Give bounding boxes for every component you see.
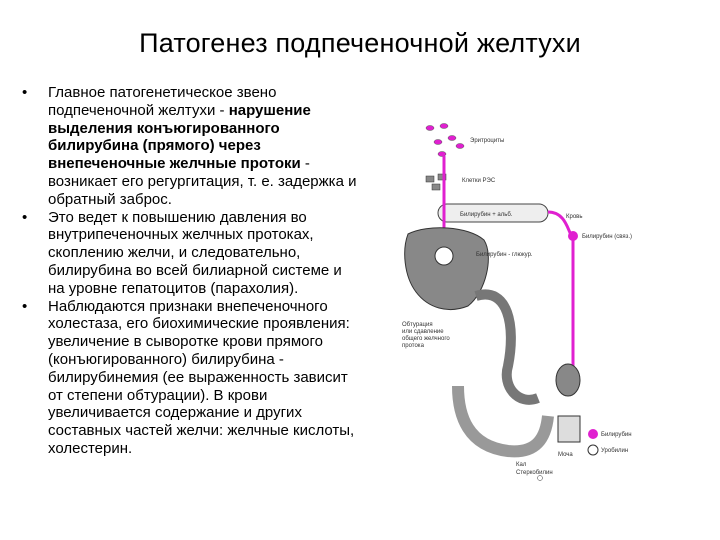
bullet-text: Это ведет к повышению давления во внутри… — [48, 208, 342, 297]
bilirubin-node — [568, 231, 578, 241]
bullet-item-2: • Это ведет к повышению давления во внут… — [22, 209, 362, 298]
bullet-text: - возникает его регургитация, т. е. заде… — [48, 155, 357, 208]
pathogenesis-diagram: Эритроциты Клетки РЭС Билирубин + альб. … — [402, 123, 632, 481]
label-blood: Кровь — [566, 214, 582, 220]
large-intestine — [452, 385, 554, 458]
label-stercobilin: Стеркобилин — [516, 470, 553, 476]
label-reticulo: Клетки РЭС — [462, 178, 496, 184]
label-obstruction: Обтурация или сдавление общего желчного … — [402, 322, 451, 349]
bullet-item-1: • Главное патогенетическое звено подпече… — [22, 84, 362, 209]
bullet-mark: • — [22, 297, 28, 315]
bullet-item-3: • Наблюдаются признаки внепеченочного хо… — [22, 298, 362, 458]
small-intestine — [474, 289, 540, 405]
slide-title: Патогенез подпеченочной желтухи — [139, 28, 581, 58]
label-urine: Моча — [558, 452, 573, 458]
legend-bilirubin-dot — [588, 429, 598, 439]
bullet-text: Главное патогенетическое звено подпечено… — [48, 84, 277, 119]
feces-marker — [537, 475, 543, 481]
legend-bilirubin-label: Билирубин — [601, 432, 632, 438]
urine-beaker — [557, 415, 581, 443]
bullet-mark: • — [22, 208, 28, 226]
legend-urobilin-dot — [587, 444, 599, 456]
erythrocytes-group — [425, 123, 465, 157]
label-bilirubin-serum: Билирубин (связ.) — [582, 234, 632, 240]
kidney-shape — [555, 363, 581, 397]
hepatocyte-node — [434, 246, 454, 266]
label-feces: Кал — [516, 462, 527, 468]
bullet-list: • Главное патогенетическое звено подпече… — [22, 84, 362, 458]
label-bilirubin-glucuronide: Билирубин - глюкур. — [476, 252, 533, 258]
bullet-text: Наблюдаются признаки внепеченочного холе… — [48, 297, 355, 457]
label-bilirubin-free: Билирубин + альб. — [460, 212, 513, 218]
label-erythrocytes: Эритроциты — [470, 138, 504, 144]
bullet-bold-text: нарушение выделения конъюгированного бил… — [48, 101, 311, 173]
liver-shape — [404, 227, 489, 310]
res-cells — [425, 173, 447, 191]
legend-urobilin-label: Уробилин — [601, 448, 628, 454]
bullet-mark: • — [22, 84, 28, 101]
